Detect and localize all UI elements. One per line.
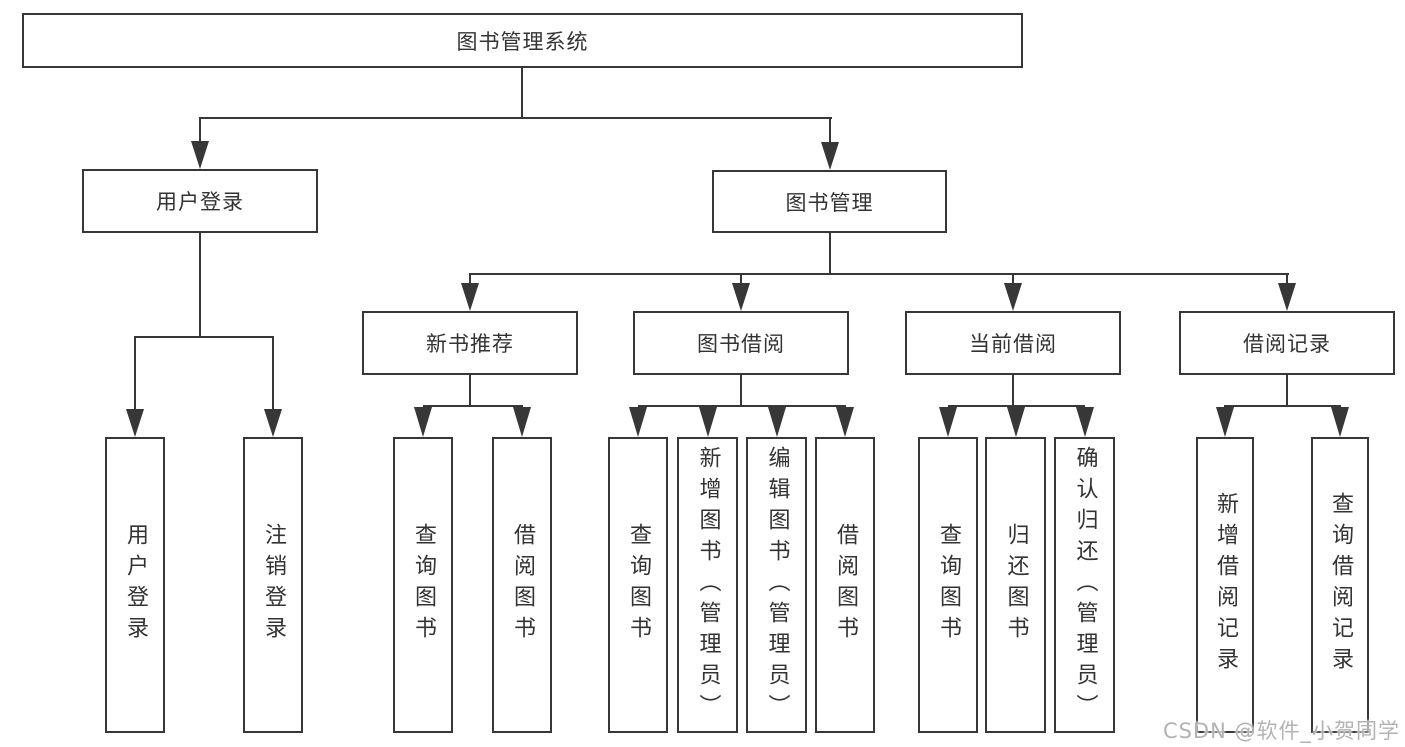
arrow-down-icon: [768, 407, 786, 437]
leaf-user-login: 用户登录: [105, 437, 165, 733]
arrow-down-icon: [732, 283, 750, 311]
node-new-book-recommend-label: 新书推荐: [426, 332, 514, 356]
arrow-down-icon: [264, 409, 282, 437]
leaf-recommend-borrow-books-label: 借阅图书: [510, 523, 535, 647]
node-book-management: 图书管理: [712, 170, 947, 233]
connector-line: [521, 68, 523, 118]
arrow-down-icon: [461, 283, 479, 311]
arrow-down-icon: [513, 407, 531, 437]
arrow-down-icon: [699, 407, 717, 437]
leaf-query-borrow-record-label: 查询借阅记录: [1328, 492, 1353, 678]
leaf-borrow-add-books-admin: 新增图书（管理员）: [677, 437, 738, 733]
connector-line: [470, 273, 1289, 275]
leaf-borrow-edit-books-admin-label: 编辑图书（管理员）: [764, 445, 790, 725]
leaf-borrow-borrow-books: 借阅图书: [815, 437, 875, 733]
node-book-management-label: 图书管理: [785, 190, 874, 215]
arrow-down-icon: [191, 141, 209, 169]
leaf-logout: 注销登录: [243, 437, 303, 733]
leaf-recommend-query-books: 查询图书: [393, 437, 453, 733]
arrow-down-icon: [1007, 407, 1025, 437]
connector-line: [829, 233, 831, 275]
leaf-borrow-borrow-books-label: 借阅图书: [833, 523, 858, 647]
connector-line: [1286, 375, 1288, 407]
leaf-query-borrow-record: 查询借阅记录: [1311, 437, 1369, 733]
leaf-current-query-books: 查询图书: [918, 437, 978, 733]
leaf-user-login-label: 用户登录: [123, 523, 148, 647]
connector-line: [134, 336, 136, 412]
connector-line: [1224, 405, 1341, 407]
arrow-down-icon: [821, 142, 839, 170]
leaf-current-confirm-return-admin-label: 确认归还（管理员）: [1072, 445, 1098, 725]
leaf-recommend-query-books-label: 查询图书: [411, 523, 436, 647]
connector-line: [134, 336, 274, 338]
arrow-down-icon: [836, 407, 854, 437]
watermark: CSDN @软件_小贺同学: [1162, 719, 1400, 743]
node-root-label: 图书管理系统: [456, 29, 589, 54]
connector-line: [740, 273, 742, 287]
leaf-current-return-books: 归还图书: [985, 437, 1046, 733]
arrow-down-icon: [939, 407, 957, 437]
connector-line: [740, 375, 742, 407]
connector-line: [423, 405, 523, 407]
connector-line: [638, 405, 846, 407]
arrow-down-icon: [126, 409, 144, 437]
connector-line: [199, 117, 832, 119]
connector-line: [1012, 273, 1014, 287]
node-book-borrow-label: 图书借阅: [697, 332, 785, 356]
leaf-current-return-books-label: 归还图书: [1003, 523, 1029, 647]
node-user-login: 用户登录: [82, 169, 318, 233]
arrow-down-icon: [1076, 407, 1094, 437]
arrow-down-icon: [629, 407, 647, 437]
arrow-down-icon: [414, 407, 432, 437]
leaf-borrow-edit-books-admin: 编辑图书（管理员）: [746, 437, 807, 733]
node-root: 图书管理系统: [22, 13, 1023, 68]
node-new-book-recommend: 新书推荐: [362, 311, 578, 375]
connector-line: [469, 375, 471, 407]
leaf-borrow-query-books-label: 查询图书: [626, 523, 651, 647]
arrow-down-icon: [1004, 283, 1022, 311]
leaf-borrow-query-books: 查询图书: [608, 437, 668, 733]
arrow-down-icon: [1278, 283, 1296, 311]
arrow-down-icon: [1331, 407, 1349, 437]
leaf-add-borrow-record-label: 新增借阅记录: [1213, 492, 1238, 678]
connector-line: [199, 117, 201, 145]
node-current-borrow-label: 当前借阅: [969, 332, 1057, 356]
node-book-borrow: 图书借阅: [633, 311, 849, 375]
connector-line: [272, 336, 274, 412]
node-borrow-records: 借阅记录: [1179, 311, 1395, 375]
node-user-login-label: 用户登录: [156, 190, 244, 214]
connector-line: [199, 233, 201, 338]
leaf-current-confirm-return-admin: 确认归还（管理员）: [1054, 437, 1115, 733]
connector-line: [829, 117, 831, 145]
leaf-logout-label: 注销登录: [261, 523, 286, 647]
leaf-recommend-borrow-books: 借阅图书: [492, 437, 552, 733]
arrow-down-icon: [1216, 407, 1234, 437]
connector-line: [948, 405, 1085, 407]
leaf-current-query-books-label: 查询图书: [936, 523, 961, 647]
connector-line: [1286, 273, 1288, 287]
leaf-borrow-add-books-admin-label: 新增图书（管理员）: [695, 445, 721, 725]
node-borrow-records-label: 借阅记录: [1243, 332, 1331, 356]
connector-line: [469, 273, 471, 287]
node-current-borrow: 当前借阅: [905, 311, 1121, 375]
leaf-add-borrow-record: 新增借阅记录: [1196, 437, 1254, 733]
connector-line: [1012, 375, 1014, 407]
